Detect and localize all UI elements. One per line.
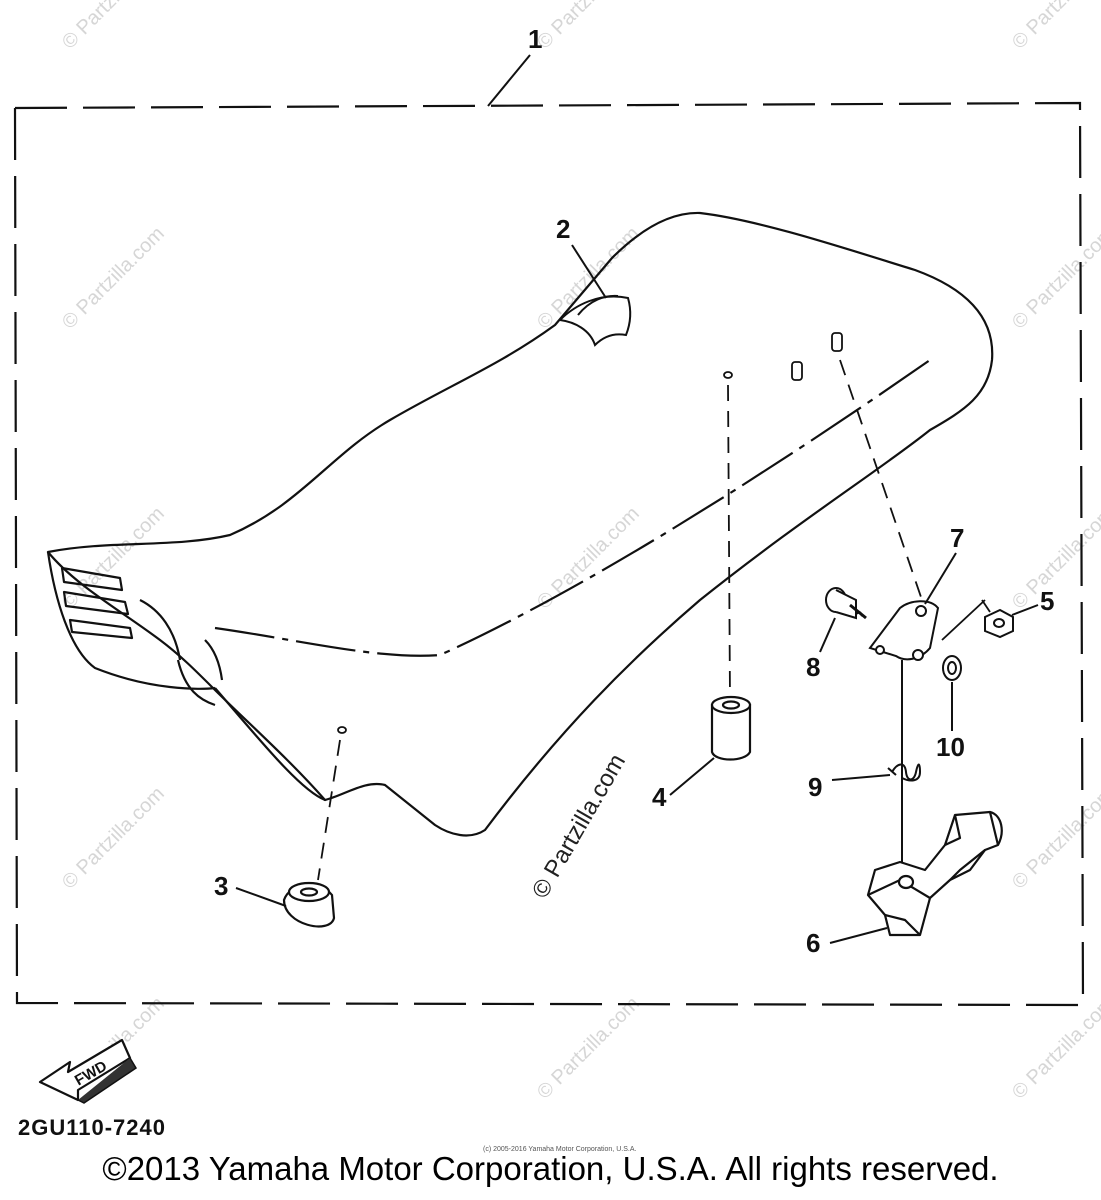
callout-10: 10 <box>936 682 965 762</box>
part-8-bolt <box>825 587 867 620</box>
assembly-border <box>13 101 1085 1007</box>
part-7-bracket <box>868 600 940 661</box>
watermark: © Partzilla.com <box>1008 223 1101 334</box>
seat-cushion <box>46 211 994 837</box>
svg-text:7: 7 <box>950 523 964 553</box>
watermark: © Partzilla.com <box>58 223 169 334</box>
watermark: © Partzilla.com <box>58 503 169 614</box>
watermark: © Partzilla.com <box>58 783 169 894</box>
watermark: © Partzilla.com <box>533 993 644 1104</box>
svg-text:9: 9 <box>808 772 822 802</box>
small-copyright-notice: (c) 2005-2016 Yamaha Motor Corporation, … <box>483 1146 636 1153</box>
svg-text:1: 1 <box>528 24 542 54</box>
watermark: © Partzilla.com <box>533 0 644 54</box>
svg-text:10: 10 <box>936 732 965 762</box>
part-5-nut <box>941 599 1014 641</box>
part-9-spring <box>887 763 922 782</box>
part-4-damper <box>710 695 752 761</box>
watermark-center: © Partzilla.com <box>527 749 631 903</box>
watermark: © Partzilla.com <box>1008 0 1101 54</box>
drawing-code: 2GU110-7240 <box>18 1115 166 1140</box>
mounting-holes <box>337 332 843 734</box>
svg-text:6: 6 <box>806 928 820 958</box>
watermark: © Partzilla.com <box>1008 503 1101 614</box>
part-3-damper <box>282 881 336 928</box>
callout-4: 4 <box>652 757 715 812</box>
callout-2: 2 <box>556 214 607 299</box>
callout-9: 9 <box>808 772 891 802</box>
svg-text:2: 2 <box>556 214 570 244</box>
watermark: © Partzilla.com <box>533 503 644 614</box>
part-2-hook <box>557 294 632 347</box>
svg-text:5: 5 <box>1040 586 1054 616</box>
watermark-layer: © Partzilla.com © Partzilla.com © Partzi… <box>58 0 1101 1104</box>
callout-3: 3 <box>214 871 287 907</box>
svg-text:4: 4 <box>652 782 667 812</box>
callout-8: 8 <box>806 617 836 682</box>
part-10-washer <box>942 655 962 681</box>
copyright-notice: ©2013 Yamaha Motor Corporation, U.S.A. A… <box>102 1150 999 1187</box>
svg-text:8: 8 <box>806 652 820 682</box>
callout-1: 1 <box>487 24 542 107</box>
svg-text:3: 3 <box>214 871 228 901</box>
callout-7: 7 <box>924 523 964 605</box>
watermark: © Partzilla.com <box>58 0 169 54</box>
callout-6: 6 <box>806 927 888 958</box>
fwd-arrow: FWD <box>38 1038 138 1104</box>
part-6-latch-lever <box>866 810 1003 937</box>
watermark: © Partzilla.com <box>1008 993 1101 1104</box>
watermark: © Partzilla.com <box>1008 783 1101 894</box>
assembly-guides <box>317 359 923 881</box>
callout-5: 5 <box>1011 586 1054 616</box>
